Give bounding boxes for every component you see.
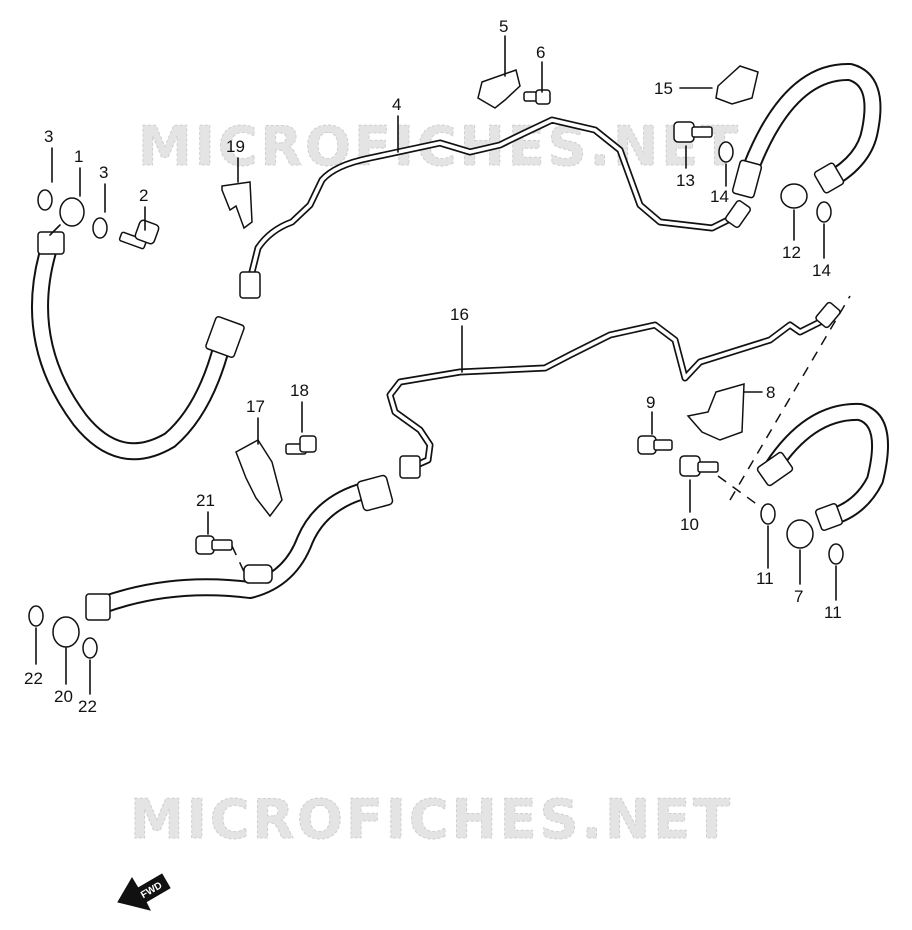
- clip-19: [221, 181, 253, 230]
- callout-6: 6: [536, 43, 545, 62]
- callout-14-upper: 14: [710, 187, 729, 206]
- clamp-5: [477, 69, 521, 109]
- hose-20: [52, 474, 394, 648]
- washer-22-left: [28, 605, 44, 627]
- hose-7-fitting: [756, 451, 794, 487]
- watermark-bottom: MICROFICHES.NET: [130, 788, 733, 851]
- callout-9: 9: [646, 393, 655, 412]
- pipe-16-fitting-right: [815, 301, 841, 329]
- leader-lines: [35, 35, 837, 695]
- hose-upper-right-collar: [813, 162, 845, 194]
- banjo-12: [780, 183, 808, 209]
- callout-1: 1: [74, 147, 83, 166]
- pipe-4: [239, 116, 752, 299]
- callout-8: 8: [766, 383, 775, 402]
- bolt-10: [679, 455, 719, 477]
- callout-19: 19: [226, 137, 245, 156]
- callout-12: 12: [782, 243, 801, 262]
- banjo-20: [52, 616, 80, 648]
- hose-20-fitting: [356, 474, 394, 512]
- callout-10: 10: [680, 515, 699, 534]
- pipe-16: [386, 301, 841, 479]
- callout-7: 7: [794, 587, 803, 606]
- pipe-4-fitting-right: [724, 200, 752, 228]
- callout-22-right: 22: [78, 697, 97, 716]
- washer-3-right: [92, 217, 108, 239]
- hose-20-bracket: [243, 564, 273, 584]
- callout-21: 21: [196, 491, 215, 510]
- callout-4: 4: [392, 95, 401, 114]
- callout-3-left: 3: [44, 127, 53, 146]
- callout-3-right: 3: [99, 163, 108, 182]
- hose-1-collar-top: [37, 231, 65, 255]
- bolt-9: [637, 435, 673, 455]
- fwd-arrow: FWD: [117, 873, 171, 911]
- washer-14-lower: [816, 201, 832, 223]
- hose-7: [756, 402, 889, 549]
- hose-1-fitting: [205, 315, 245, 359]
- bracket-8: [686, 382, 745, 441]
- callout-11-right: 11: [824, 603, 842, 622]
- hose-1: [31, 197, 245, 461]
- hose-7-collar: [814, 502, 844, 532]
- callout-14-lower: 14: [812, 261, 831, 280]
- hose-upper-right-fitting: [731, 159, 763, 199]
- callouts: 3 1 3 2 19 4 5 6 15 13 14 12 14 16 17 18…: [24, 17, 842, 716]
- callout-16: 16: [450, 305, 469, 324]
- hose-upper-right: [731, 63, 882, 199]
- washer-14-upper: [718, 141, 734, 163]
- bolt-18: [285, 435, 317, 455]
- washer-11-right: [828, 543, 844, 565]
- washer-3-left: [37, 189, 53, 211]
- bolt-6: [523, 89, 551, 105]
- callout-18: 18: [290, 381, 309, 400]
- callout-5: 5: [499, 17, 508, 36]
- bolt-21: [195, 535, 233, 555]
- callout-17: 17: [246, 397, 265, 416]
- pipe-4-fitting-left: [239, 271, 261, 299]
- washer-11-left: [760, 503, 776, 525]
- hose-20-collar: [85, 593, 111, 621]
- washer-22-right: [82, 637, 98, 659]
- pipe-16-fitting-left: [399, 455, 421, 479]
- banjo-1: [59, 197, 85, 227]
- callout-20: 20: [54, 687, 73, 706]
- callout-13: 13: [676, 171, 695, 190]
- bolt-2: [118, 219, 160, 250]
- bracket-17: [235, 439, 283, 518]
- clip-15: [715, 65, 759, 105]
- banjo-7: [786, 519, 814, 549]
- callout-2: 2: [139, 186, 148, 205]
- callout-15: 15: [654, 79, 673, 98]
- callout-11-left: 11: [756, 569, 774, 588]
- callout-22-left: 22: [24, 669, 43, 688]
- bolt-13: [673, 121, 713, 143]
